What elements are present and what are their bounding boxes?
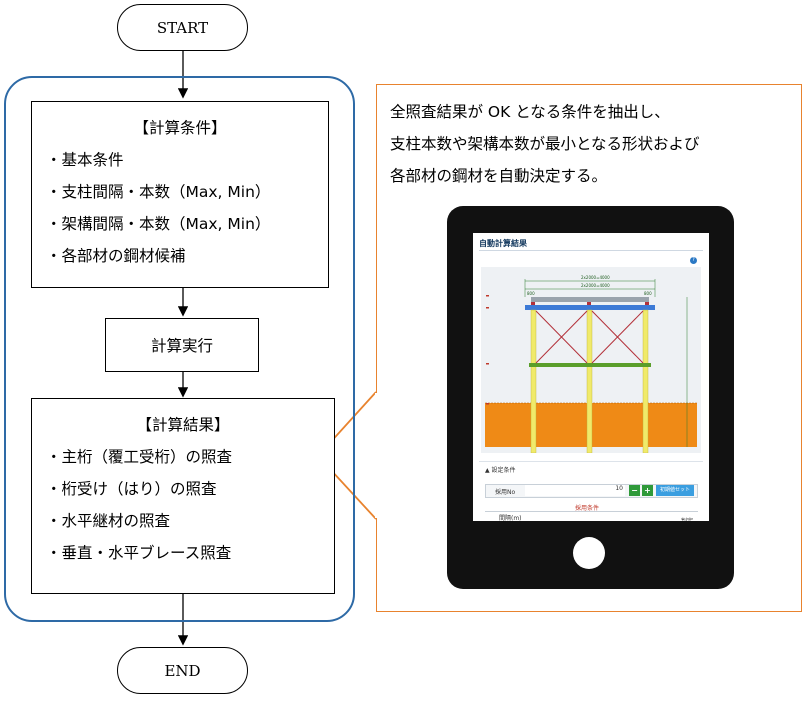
callout-line: 全照査結果が OK となる条件を抽出し、 [390, 103, 670, 121]
conditions-list: 基本条件 支柱間隔・本数（Max, Min） 架構間隔・本数（Max, Min）… [32, 144, 328, 272]
execute-label: 計算実行 [150, 337, 213, 355]
bracing [535, 310, 644, 364]
callout-line: 各部材の鋼材を自動決定する。 [390, 167, 608, 185]
conditions-item: 各部材の鋼材候補 [46, 240, 328, 272]
dim-top-span: 2x2000=4000 [581, 283, 610, 288]
results-item: 水平継材の照査 [46, 505, 334, 537]
section-rule [479, 461, 703, 462]
deck-beam [525, 305, 655, 310]
case-value[interactable]: 10 [525, 485, 625, 496]
dim-left: 800 [527, 291, 535, 296]
conditions-item: 基本条件 [46, 144, 328, 176]
results-heading: 【計算結果】 [136, 416, 230, 434]
results-list: 主桁（覆工受桁）の照査 桁受け（はり）の照査 水平継材の照査 垂直・水平ブレース… [32, 441, 334, 569]
conditions-item: 架構間隔・本数（Max, Min） [46, 208, 328, 240]
callout-pointer-joint [375, 393, 379, 518]
callout-line: 支柱本数や架構本数が最小となる形状および [390, 135, 700, 153]
column [586, 309, 593, 453]
results-item: 主桁（覆工受桁）の照査 [46, 441, 334, 473]
conditions-box: 【計算条件】 基本条件 支柱間隔・本数（Max, Min） 架構間隔・本数（Ma… [31, 101, 329, 288]
results-item: 桁受け（はり）の照査 [46, 473, 334, 505]
result-table [485, 511, 698, 521]
dim-top-total: 2x2000=4000 [581, 275, 610, 280]
subsection-label: 採用条件 [575, 505, 600, 512]
case-label: 採用No [495, 489, 516, 496]
tablet-home-button [573, 537, 605, 569]
end-label: END [164, 661, 201, 680]
frame-diagram: 2x2000=4000 2x2000=4000 800 800 [481, 267, 701, 453]
results-box: 【計算結果】 主桁（覆工受桁）の照査 桁受け（はり）の照査 水平継材の照査 垂直… [31, 398, 335, 594]
decrement-button[interactable]: − [629, 485, 640, 496]
start-label: START [156, 18, 209, 37]
dim-right: 800 [644, 291, 652, 296]
screen-title: 自動計算結果 [479, 239, 527, 248]
section-label[interactable]: ▲ 設定条件 [485, 467, 516, 474]
table-col-header: 間隔(m) [499, 515, 522, 521]
tablet-screen: 自動計算結果 ? 2x [473, 233, 709, 521]
column [642, 309, 649, 453]
reset-button[interactable]: 初期値セット [656, 485, 694, 496]
tie-beam [529, 363, 651, 367]
increment-button[interactable]: + [642, 485, 653, 496]
conditions-heading: 【計算条件】 [133, 119, 227, 137]
end-terminal: END [117, 647, 248, 694]
question-icon[interactable]: ? [690, 257, 697, 264]
screen-title-rule [479, 250, 703, 251]
results-item: 垂直・水平ブレース照査 [46, 537, 334, 569]
conditions-item: 支柱間隔・本数（Max, Min） [46, 176, 328, 208]
callout-text: 全照査結果が OK となる条件を抽出し、 支柱本数や架構本数が最小となる形状およ… [390, 96, 700, 192]
execute-box: 計算実行 [105, 318, 259, 372]
column [530, 309, 537, 453]
cover-plate [531, 297, 649, 302]
start-terminal: START [117, 4, 248, 51]
table-col-header: 判定 [681, 516, 693, 521]
calculation-group [4, 76, 355, 622]
